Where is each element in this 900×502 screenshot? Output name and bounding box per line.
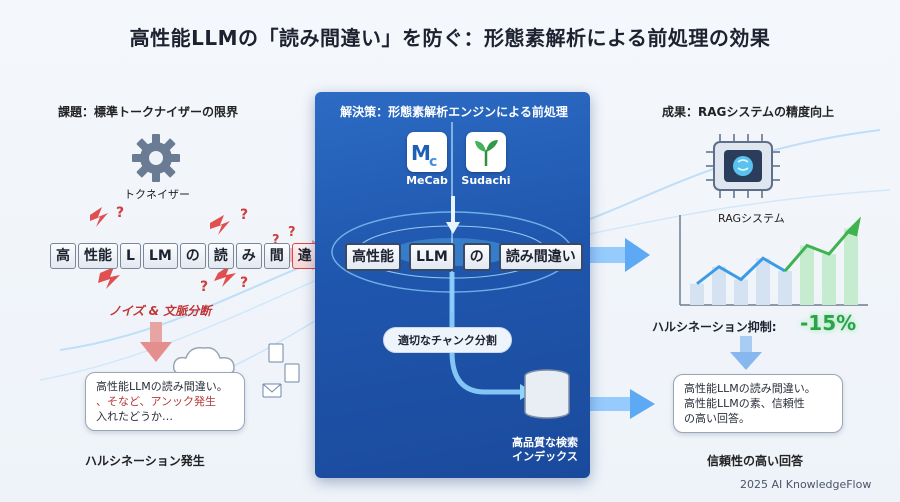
right-arrow-icon — [625, 238, 650, 272]
page-title: 高性能LLMの「読み間違い」を防ぐ：形態素解析による前処理の効果 — [129, 26, 771, 50]
mecab-icon: M c — [407, 132, 447, 172]
chart-bar — [800, 245, 814, 305]
bubble-line: 入れたどうか… — [96, 410, 173, 423]
token-chip: の — [462, 243, 491, 271]
chart-bar — [756, 258, 770, 305]
chart-bar — [734, 279, 748, 305]
svg-text:?: ? — [272, 233, 280, 248]
database-icon — [524, 369, 570, 419]
down-arrow-icon — [446, 196, 460, 234]
left-token-chips: 高 性能 L LM の 読 み 間 違 い — [50, 243, 346, 269]
document-icon — [284, 363, 300, 383]
token-chip: 高 — [50, 243, 76, 269]
noise-marks: ? ? ? ? — [90, 205, 248, 295]
noise-label: ノイズ & 文脈分断 — [108, 304, 212, 318]
down-arrow-icon — [140, 342, 172, 362]
bubble-line: 高性能LLMの素、信頼性 — [684, 397, 805, 410]
token-chip-error: 違 — [291, 243, 318, 269]
mecab-label: MeCab — [406, 174, 448, 187]
right-output-bubble: 高性能LLMの読み間違い。 高性能LLMの素、信頼性 の高い回答。 — [673, 374, 843, 433]
bubble-line: 高性能LLMの読み間違い。 — [684, 382, 816, 395]
token-chip: LLM — [409, 243, 455, 271]
token-chip: 読み間違い — [498, 243, 583, 271]
token-chip: L — [120, 243, 141, 269]
chunk-label: 適切なチャンク分割 — [383, 327, 512, 353]
index-label-line: インデックス — [512, 450, 578, 463]
bubble-line: 高性能LLMの読み間違い。 — [96, 380, 228, 393]
chart-bar — [844, 228, 858, 305]
chart-bar — [822, 254, 836, 305]
center-token-chips: 高性能 LLM の 読み間違い — [345, 243, 583, 271]
accuracy-chart — [679, 215, 868, 306]
tokenizer-label: トクネイザー — [124, 188, 190, 201]
bubble-line: の高い回答。 — [684, 412, 750, 425]
cloud-icon — [172, 346, 235, 375]
svg-text:?: ? — [240, 207, 248, 223]
svg-text:c: c — [429, 154, 437, 170]
left-footer: ハルシネーション発生 — [85, 454, 205, 468]
chart-bar — [778, 271, 792, 305]
bubble-line: 、そなど、アンック発生 — [96, 395, 217, 408]
document-icon — [268, 343, 284, 363]
chart-bar — [690, 283, 704, 305]
chart-bar — [712, 266, 726, 305]
svg-text:M: M — [411, 141, 431, 165]
svg-text:?: ? — [116, 205, 124, 221]
gear-icon — [132, 134, 180, 182]
left-output-bubble: 高性能LLMの読み間違い。 、そなど、アンック発生 入れたどうか… — [85, 372, 245, 431]
lightning-icon — [90, 207, 108, 227]
token-chip: 読 — [207, 243, 234, 269]
rag-label: RAGシステム — [718, 212, 785, 225]
mail-icon — [262, 383, 282, 398]
sudachi-icon — [466, 132, 506, 172]
index-label: 高品質な検索 インデックス — [500, 436, 590, 464]
copyright: 2025 AI KnowledgeFlow — [740, 478, 872, 491]
left-heading: 課題：標準トークナイザーの限界 — [58, 105, 239, 119]
sudachi-label: Sudachi — [461, 174, 511, 187]
index-label-line: 高品質な検索 — [512, 436, 578, 449]
token-chip: み — [235, 243, 262, 269]
right-heading: 成果：RAGシステムの精度向上 — [662, 105, 835, 119]
hallucination-value: -15% — [800, 311, 857, 335]
svg-text:?: ? — [200, 279, 208, 295]
svg-text:?: ? — [240, 275, 248, 291]
token-chip: 間 — [263, 243, 290, 269]
token-chip: 性能 — [78, 243, 118, 269]
chip-brain-icon — [706, 134, 780, 198]
center-heading: 解決策：形態素解析エンジンによる前処理 — [340, 105, 568, 119]
svg-text:?: ? — [288, 225, 296, 240]
hallucination-label: ハルシネーション抑制: — [652, 320, 777, 334]
right-footer: 信頼性の高い回答 — [707, 454, 804, 468]
token-chip: の — [179, 243, 206, 269]
token-chip: LM — [142, 243, 178, 269]
token-chip: 高性能 — [345, 243, 401, 271]
